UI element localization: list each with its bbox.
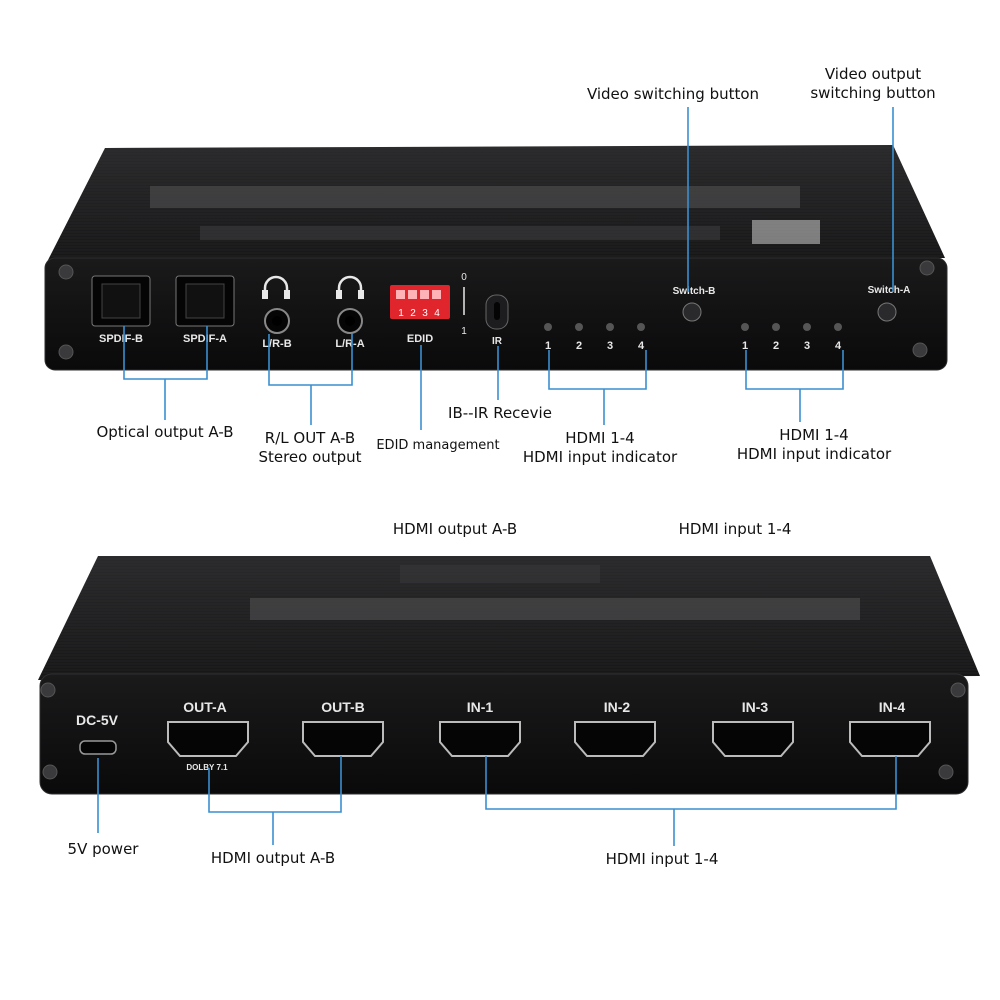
led-b-num-4: 4 [638,340,645,352]
callout-hdmi-input-top: HDMI input 1-4 [678,520,792,538]
callout-ir-receive: IB--IR Recevie [448,404,552,422]
callout-hdmi-indicator-a-l2: HDMI input indicator [736,445,892,463]
hdmi-in-2-port [574,721,656,757]
in-3-label: IN-3 [742,699,769,715]
bottom-callout-lines [97,756,897,846]
spdif-a-label: SPDIF-A [183,333,227,345]
led-group-b [544,323,645,331]
ir-label: IR [492,336,503,347]
edid-label: EDID [407,333,433,345]
top-device: SPDIF-B SPDIF-A L/R-B L/R-A 1 2 3 4 [44,145,948,371]
edid-switch-2: 2 [410,308,416,319]
hdmi-in-1-port [439,721,521,757]
led-a-num-2: 2 [773,340,779,352]
bottom-lid-label-blur [250,598,860,620]
micro-usb-power-port [79,740,117,755]
callout-rl-out-l2: Stereo output [258,448,362,466]
top-callout-lines [123,107,894,430]
bottom-device: DC-5V OUT-A DOLBY 7.1 OUT-B IN-1 IN-2 IN… [38,556,980,795]
lr-b-label: L/R-B [262,338,291,350]
edid-switch-3: 3 [422,308,428,319]
led-group-a [741,323,842,331]
in-1-label: IN-1 [467,699,494,715]
led-b-num-3: 3 [607,340,613,352]
edid-switch-4: 4 [434,308,440,319]
callout-hdmi-input: HDMI input 1-4 [605,850,719,868]
screw-icon [938,764,954,780]
callout-hdmi-output: HDMI output A-B [210,849,336,867]
led-a-num-3: 3 [804,340,810,352]
callout-5v-power: 5V power [67,840,139,858]
in-2-label: IN-2 [604,699,631,715]
headphone-icon [262,275,290,299]
screw-icon [950,682,966,698]
screw-icon [58,344,74,360]
callout-optical-output: Optical output A-B [96,423,234,441]
edid-switch-1: 1 [398,308,404,319]
led-a-num-1: 1 [742,340,748,352]
led-a-num-4: 4 [835,340,842,352]
callout-hdmi-indicator-a-l1: HDMI 1-4 [779,426,849,444]
out-a-label: OUT-A [183,699,227,715]
led-b-num-2: 2 [576,340,582,352]
callout-rl-out-l1: R/L OUT A-B [264,429,356,447]
out-b-label: OUT-B [321,699,365,715]
edid-pos-0: 0 [461,272,467,283]
callout-hdmi-indicator-b-l2: HDMI input indicator [522,448,678,466]
callout-video-output-switching-l1: Video output [824,65,922,83]
screw-icon [58,264,74,280]
led-b-num-1: 1 [545,340,551,352]
screw-icon [42,764,58,780]
callout-video-switching-button: Video switching button [586,85,760,103]
callout-edid-management: EDID management [376,438,500,453]
callout-hdmi-output-top: HDMI output A-B [392,520,518,538]
switch-a-button[interactable] [877,302,897,322]
hdmi-out-a-port [167,721,249,757]
in-4-label: IN-4 [879,699,906,715]
switch-a-label: Switch-A [868,285,911,296]
switch-b-button[interactable] [682,302,702,322]
hdmi-out-b-port [302,721,384,757]
spdif-b-label: SPDIF-B [99,333,143,345]
hdmi-in-3-port [712,721,794,757]
edid-pos-1: 1 [461,326,467,337]
lr-a-label: L/R-A [335,338,364,350]
screw-icon [40,682,56,698]
dolby-label: DOLBY 7.1 [186,763,228,772]
dc-5v-label: DC-5V [76,712,119,728]
screw-icon [912,342,928,358]
headphone-icon [336,275,364,299]
switch-b-label: Switch-B [673,286,716,297]
lid-label-blur [150,186,800,208]
screw-icon [919,260,935,276]
callout-hdmi-indicator-b-l1: HDMI 1-4 [565,429,635,447]
callout-video-output-switching-l2: switching button [810,84,936,102]
hdmi-in-4-port [849,721,931,757]
